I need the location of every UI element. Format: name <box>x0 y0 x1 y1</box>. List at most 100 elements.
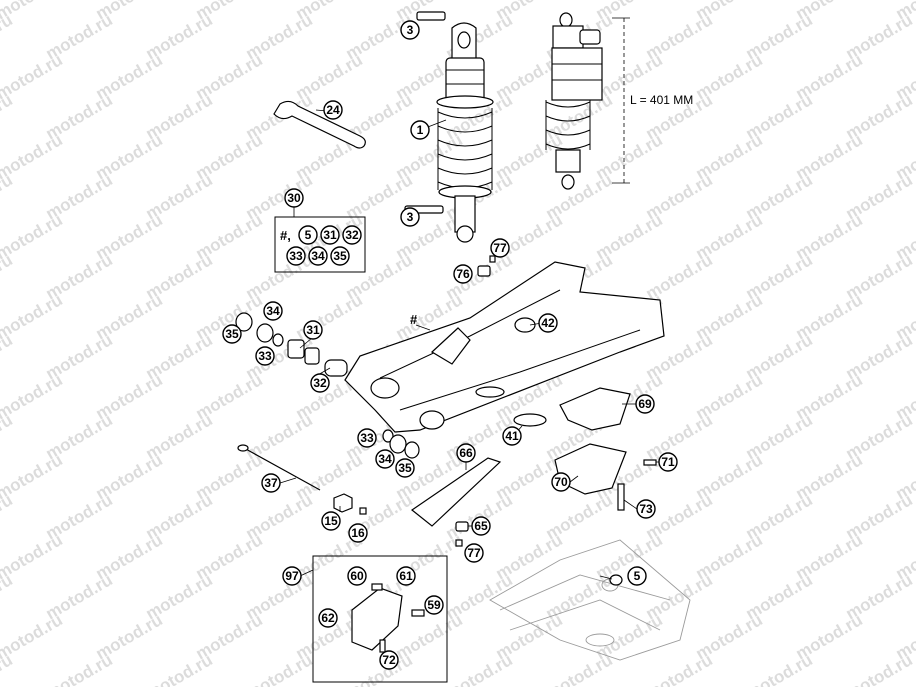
watermark-text: motod.ru <box>0 450 66 503</box>
bolt-71 <box>643 459 657 466</box>
hook-wrench <box>273 100 366 149</box>
watermark-text: motod.ru <box>0 530 66 583</box>
kit-hash-label: #, <box>280 228 291 243</box>
svg-text:73: 73 <box>639 502 653 516</box>
callout-34-upper[interactable]: 34 <box>263 301 283 321</box>
callout-24[interactable]: 24 <box>323 100 343 120</box>
chain-guide-kit <box>351 583 425 653</box>
kit-callout-5[interactable]: 5 <box>298 225 318 245</box>
callout-5[interactable]: 5 <box>627 566 647 586</box>
callout-15[interactable]: 15 <box>321 511 341 531</box>
callout-3-bottom[interactable]: 3 <box>400 207 420 227</box>
kit-callout-34[interactable]: 34 <box>308 246 328 266</box>
callout-59[interactable]: 59 <box>424 595 444 615</box>
chain-slider <box>410 457 502 527</box>
callout-69[interactable]: 69 <box>635 394 655 414</box>
callout-62[interactable]: 62 <box>318 608 338 628</box>
callout-70[interactable]: 70 <box>551 472 571 492</box>
bolt-73 <box>617 483 625 511</box>
callout-65[interactable]: 65 <box>471 516 491 536</box>
callout-77-bottom[interactable]: 77 <box>464 543 484 563</box>
svg-text:77: 77 <box>493 241 507 255</box>
bearing-stack-upper <box>235 312 348 377</box>
callout-32[interactable]: 32 <box>310 373 330 393</box>
shock-length-label: L = 401 MM <box>630 93 693 107</box>
svg-text:65: 65 <box>474 519 488 533</box>
watermark-text: motod.ru <box>843 650 916 687</box>
svg-text:71: 71 <box>661 455 675 469</box>
svg-text:69: 69 <box>638 397 652 411</box>
svg-text:34: 34 <box>378 452 392 466</box>
callout-31[interactable]: 31 <box>303 320 323 340</box>
watermark-text: motod.ru <box>0 490 16 543</box>
svg-text:66: 66 <box>459 446 473 460</box>
svg-text:60: 60 <box>350 569 364 583</box>
watermark-text: motod.ru <box>0 90 16 143</box>
watermark-text: motod.ru <box>0 610 66 663</box>
watermark-text: motod.ru <box>0 370 66 423</box>
callout-35-upper[interactable]: 35 <box>222 324 242 344</box>
svg-text:72: 72 <box>382 653 396 667</box>
callout-60[interactable]: 60 <box>347 566 367 586</box>
svg-text:70: 70 <box>554 475 568 489</box>
clip-76 <box>477 265 491 277</box>
callout-77-top[interactable]: 77 <box>490 238 510 258</box>
callout-66[interactable]: 66 <box>456 443 476 463</box>
swingarm-reference-view <box>489 539 691 661</box>
svg-text:35: 35 <box>225 327 239 341</box>
kit-callout-31[interactable]: 31 <box>320 225 340 245</box>
kit-callout-32[interactable]: 32 <box>342 225 362 245</box>
callout-34-lower[interactable]: 34 <box>375 449 395 469</box>
callout-3-top[interactable]: 3 <box>400 20 420 40</box>
watermark-text: motod.ru <box>743 650 816 687</box>
svg-text:61: 61 <box>399 569 413 583</box>
callout-42[interactable]: 42 <box>538 313 558 333</box>
callout-33-lower[interactable]: 33 <box>357 428 377 448</box>
kit-callout-35[interactable]: 35 <box>330 246 350 266</box>
svg-text:5: 5 <box>634 569 641 583</box>
bearing-stack-lower <box>382 429 420 459</box>
callout-30[interactable]: 30 <box>284 188 304 208</box>
svg-text:35: 35 <box>398 461 412 475</box>
callout-72[interactable]: 72 <box>379 650 399 670</box>
kit-callout-33[interactable]: 33 <box>286 246 306 266</box>
callout-37[interactable]: 37 <box>261 473 281 493</box>
svg-text:16: 16 <box>351 526 365 540</box>
callout-1[interactable]: 1 <box>410 120 430 140</box>
nut <box>333 493 353 513</box>
kit-box <box>274 216 366 273</box>
svg-text:5: 5 <box>305 228 312 242</box>
watermark-text: motod.ru <box>0 210 66 263</box>
callout-33-upper[interactable]: 33 <box>255 346 275 366</box>
callout-97[interactable]: 97 <box>282 566 302 586</box>
svg-text:34: 34 <box>266 304 280 318</box>
svg-text:37: 37 <box>264 476 278 490</box>
callout-76[interactable]: 76 <box>453 264 473 284</box>
watermark-text: motod.ru <box>893 0 916 23</box>
svg-text:77: 77 <box>467 546 481 560</box>
watermark-text: motod.ru <box>0 130 66 183</box>
screw-77a <box>489 255 496 263</box>
watermark-text: motod.ru <box>343 650 416 687</box>
svg-text:33: 33 <box>289 249 303 263</box>
callout-61[interactable]: 61 <box>396 566 416 586</box>
watermark-text: motod.ru <box>0 410 16 463</box>
callout-16[interactable]: 16 <box>348 523 368 543</box>
shock-absorber-assembled: L = 401 MM <box>545 12 693 190</box>
svg-text:31: 31 <box>306 323 320 337</box>
svg-text:30: 30 <box>287 191 301 205</box>
callout-71[interactable]: 71 <box>658 452 678 472</box>
kit-marker-swingarm: # <box>410 312 418 327</box>
chain-guide-kit-box <box>312 555 448 683</box>
svg-text:3: 3 <box>407 210 414 224</box>
callout-73[interactable]: 73 <box>636 499 656 519</box>
watermark-text: motod.ru <box>243 650 316 687</box>
svg-text:32: 32 <box>313 376 327 390</box>
callout-35-lower[interactable]: 35 <box>395 458 415 478</box>
svg-text:24: 24 <box>326 103 340 117</box>
callout-41[interactable]: 41 <box>502 426 522 446</box>
watermark-text: motod.ru <box>43 650 116 687</box>
svg-text:33: 33 <box>360 431 374 445</box>
svg-text:42: 42 <box>541 316 555 330</box>
